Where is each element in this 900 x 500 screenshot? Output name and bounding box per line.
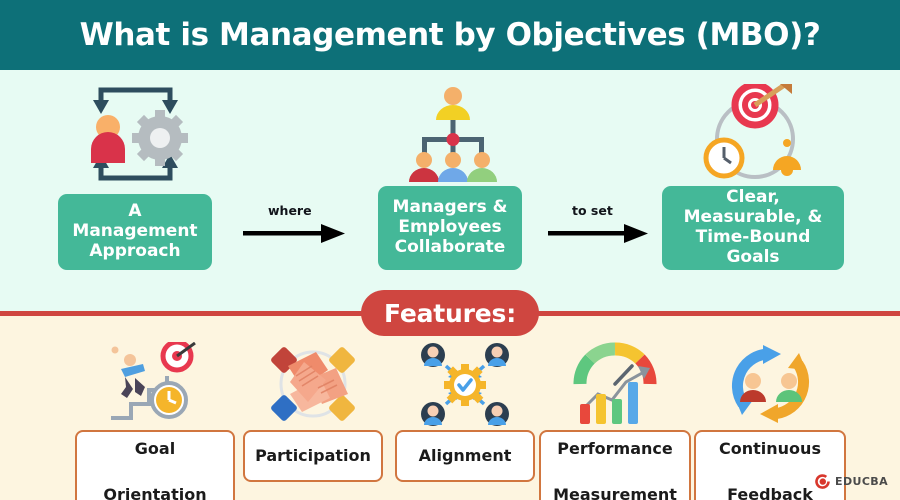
feature-5-line1: Continuous (719, 439, 821, 458)
feature-1-line1: Goal (134, 439, 176, 458)
feature-3-line1: Alignment (418, 445, 512, 465)
feature-label-box-goal-orientation: Goal Orientation (75, 430, 235, 500)
org-hierarchy-icon (405, 86, 501, 184)
connector-arrow-1 (243, 222, 345, 246)
flow-card-3-line2: Measurable, & (683, 207, 823, 228)
connector-label-where: where (268, 203, 312, 218)
target-clock-bell-icon (700, 81, 810, 184)
feature-item-participation: Participation (233, 340, 393, 482)
feedback-cycle-people-icon (690, 340, 850, 428)
feature-5-line2: Feedback (727, 484, 813, 500)
educba-e-icon (815, 474, 830, 489)
flow-card-2-line3: Collaborate (394, 236, 506, 257)
connector-arrow-2 (548, 222, 648, 246)
feature-1-line2: Orientation (103, 484, 207, 500)
feature-item-alignment: Alignment (385, 340, 545, 482)
feature-2-line1: Participation (255, 445, 371, 465)
flow-card-managers-employees-collaborate: Managers & Employees Collaborate (378, 186, 522, 270)
feature-label-box-performance-measurement: Performance Measurement (539, 430, 691, 500)
flow-card-2-line1: Managers & (392, 197, 508, 218)
educba-logo-text: EDUCBA (835, 475, 888, 488)
feature-item-goal-orientation: Goal Orientation (75, 340, 235, 500)
header-banner: What is Management by Objectives (MBO)? (0, 0, 900, 70)
features-banner-label: Features: (383, 298, 516, 328)
features-banner: Features: (361, 290, 539, 336)
feature-label-box-alignment: Alignment (395, 430, 535, 482)
page-title: What is Management by Objectives (MBO)? (79, 17, 821, 53)
connector-label-to-set: to set (572, 203, 613, 218)
flow-card-management-approach: A Management Approach (58, 194, 212, 270)
feature-item-performance-measurement: Performance Measurement (535, 340, 695, 500)
flow-card-2-line2: Employees (398, 217, 502, 238)
gauge-bar-chart-icon (535, 340, 695, 428)
flow-card-1-line2: Approach (89, 240, 181, 261)
flow-card-3-line3: Time-Bound Goals (695, 227, 811, 267)
educba-logo: EDUCBA (814, 473, 888, 490)
flow-card-1-line1: A Management (72, 201, 198, 242)
feature-4-line2: Measurement (553, 484, 677, 500)
hands-together-icon (233, 340, 393, 428)
goal-stairs-target-clock-icon (75, 340, 235, 428)
flow-card-clear-measurable-goals: Clear, Measurable, & Time-Bound Goals (662, 186, 844, 270)
person-gear-cycle-icon (78, 84, 193, 184)
people-gear-check-icon (385, 340, 545, 428)
feature-4-line1: Performance (557, 439, 673, 458)
flow-card-3-line1: Clear, (726, 187, 780, 208)
feature-label-box-participation: Participation (243, 430, 383, 482)
